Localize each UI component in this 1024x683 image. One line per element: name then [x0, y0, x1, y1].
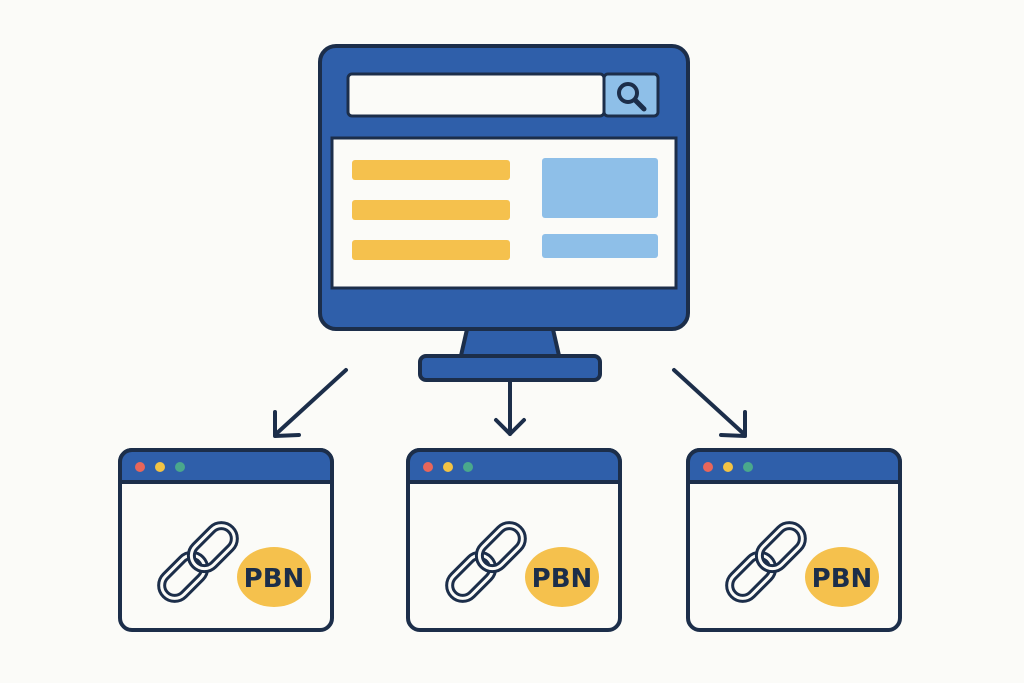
card-titlebar [406, 448, 622, 484]
content-line [352, 240, 510, 260]
pbn-badge [805, 547, 879, 607]
pbn-badge [237, 547, 311, 607]
window-dot-red [703, 462, 713, 472]
monitor [318, 44, 690, 382]
monitor-stand-base [418, 354, 602, 382]
caption-block [542, 234, 658, 258]
pbn-badge [525, 547, 599, 607]
window-dot-red [423, 462, 433, 472]
card-titlebar [118, 448, 334, 484]
pbn-badge-label: PBN [244, 564, 305, 594]
pbn-sites: PBN PBN PBN [118, 448, 902, 632]
window-dot-yellow [723, 462, 733, 472]
chain-link-icon [157, 521, 239, 603]
window-dot-green [175, 462, 185, 472]
arrow-down-right [672, 368, 747, 438]
window-dot-yellow [155, 462, 165, 472]
pbn-site-card: PBN [406, 448, 622, 632]
chain-link-icon [445, 521, 527, 603]
arrow-down-left [273, 368, 348, 438]
pbn-site-card: PBN [118, 448, 334, 632]
search-icon [617, 82, 647, 112]
pbn-site-card: PBN [686, 448, 902, 632]
content-line [352, 160, 510, 180]
window-dot-green [463, 462, 473, 472]
chain-link-icon [725, 521, 807, 603]
search-button[interactable] [602, 72, 660, 118]
window-dot-green [743, 462, 753, 472]
window-dot-red [135, 462, 145, 472]
image-block [542, 158, 658, 218]
arrow-down [494, 380, 526, 436]
pbn-badge-label: PBN [532, 564, 593, 594]
window-dot-yellow [443, 462, 453, 472]
search-input[interactable] [346, 72, 606, 118]
pbn-badge-label: PBN [812, 564, 873, 594]
card-titlebar [686, 448, 902, 484]
content-line [352, 200, 510, 220]
